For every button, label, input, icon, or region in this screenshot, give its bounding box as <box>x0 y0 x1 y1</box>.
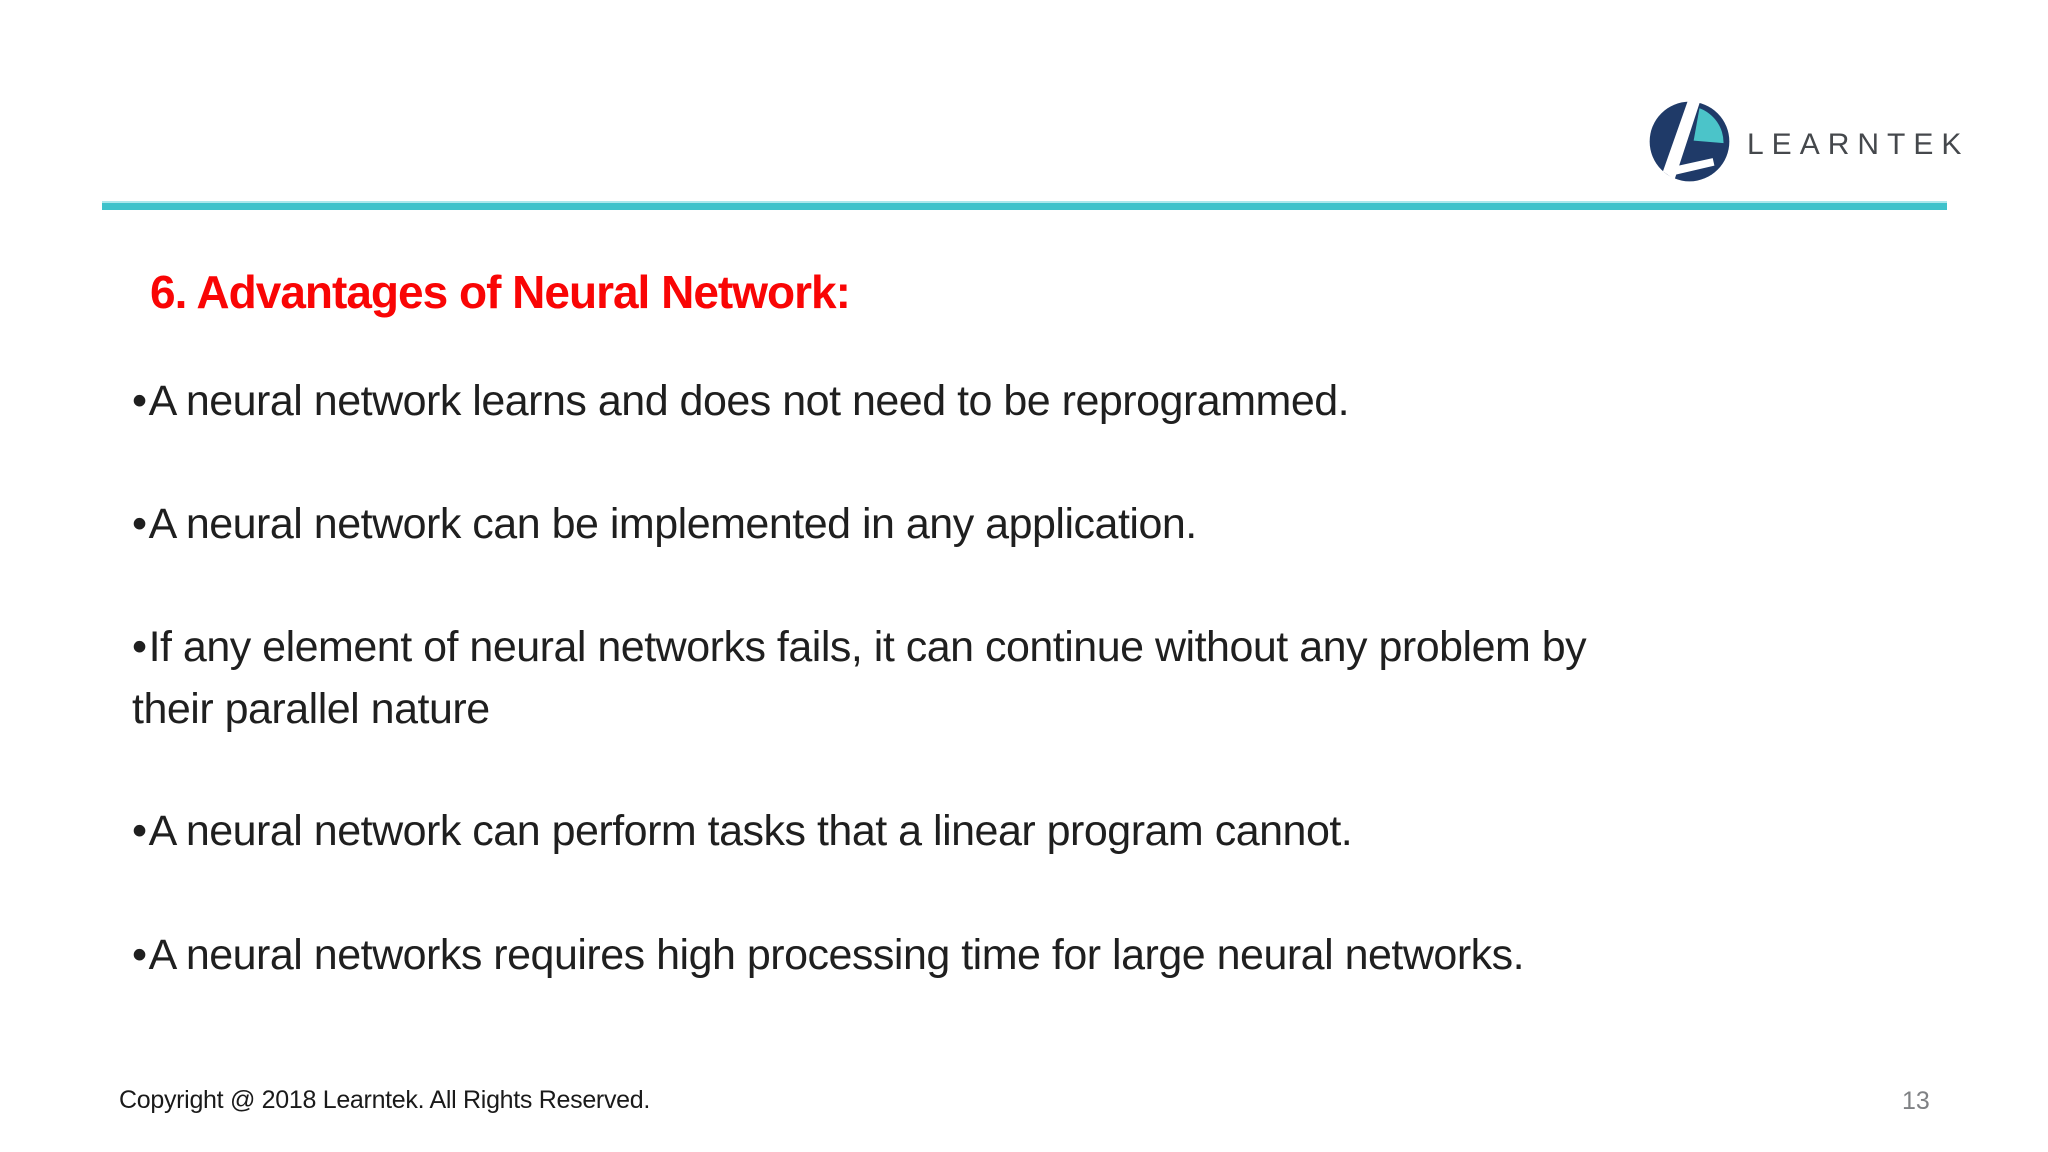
bullet-marker: • <box>132 623 147 671</box>
bullet-item-3: •If any element of neural networks fails… <box>132 616 1587 740</box>
bullet-text-3: If any element of neural networks fails,… <box>132 623 1587 733</box>
bullet-text-2: A neural network can be implemented in a… <box>148 500 1198 548</box>
bullet-marker: • <box>132 500 147 548</box>
bullet-text-5: A neural networks requires high processi… <box>148 931 1525 979</box>
logo-wordmark: LEARNTEK <box>1747 127 1970 161</box>
learntek-logo-mark-icon <box>1649 100 1730 182</box>
header-divider-rule <box>102 201 1947 210</box>
page-number: 13 <box>1902 1087 1930 1115</box>
bullet-marker: • <box>132 377 147 425</box>
bullet-item-4: •A neural network can perform tasks that… <box>132 800 1353 862</box>
copyright-text: Copyright @ 2018 Learntek. All Rights Re… <box>119 1086 651 1114</box>
bullet-marker: • <box>132 807 147 855</box>
bullet-item-2: •A neural network can be implemented in … <box>132 493 1197 555</box>
learntek-logo: LEARNTEK <box>1648 100 1969 183</box>
bullet-item-1: •A neural network learns and does not ne… <box>132 370 1350 432</box>
bullet-item-5: •A neural networks requires high process… <box>132 924 1525 986</box>
slide-title: 6. Advantages of Neural Network: <box>150 266 851 318</box>
bullet-text-4: A neural network can perform tasks that … <box>148 807 1353 855</box>
bullet-text-1: A neural network learns and does not nee… <box>148 377 1350 425</box>
bullet-marker: • <box>132 931 147 979</box>
